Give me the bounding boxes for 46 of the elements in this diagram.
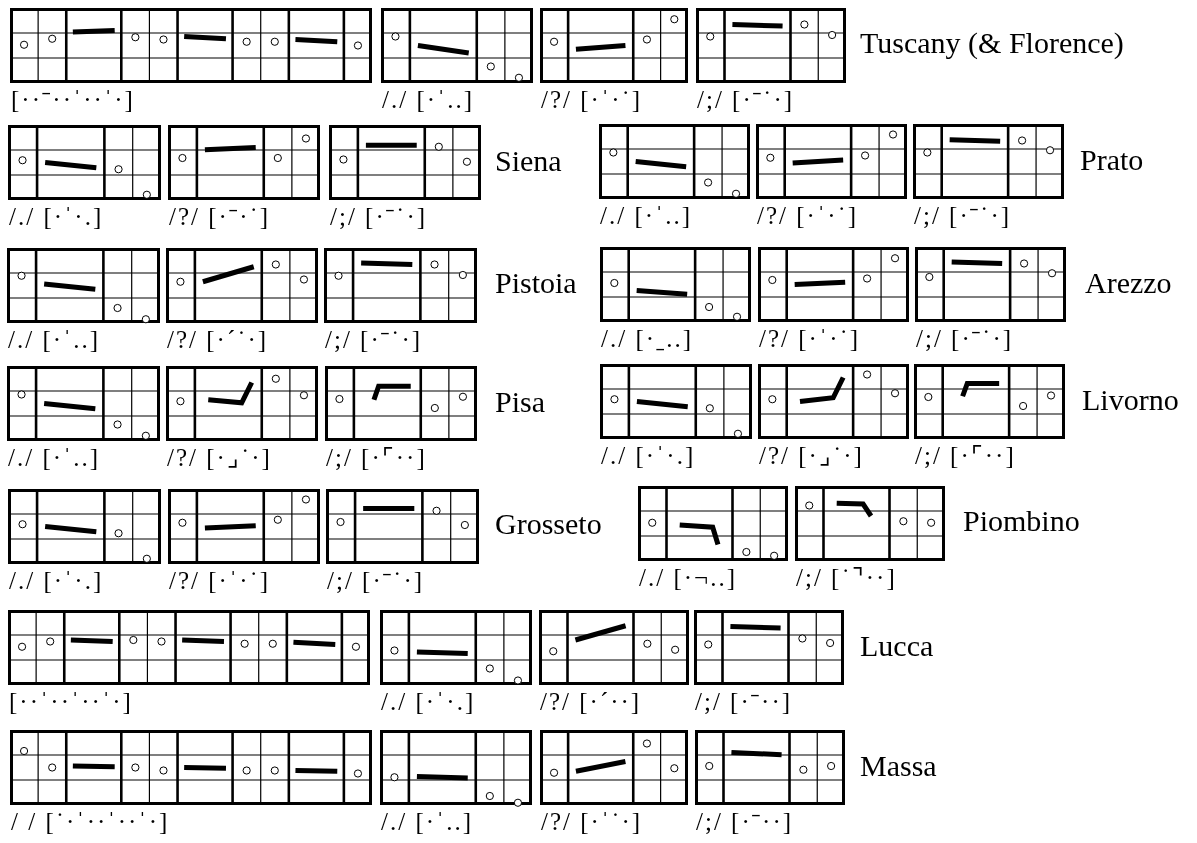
place-name: Pisa: [495, 387, 545, 417]
transcription: /./ [·ˈ..]: [382, 87, 475, 112]
transcription: /./ [·ˈ·.]: [381, 689, 476, 714]
transcription: /?/ [·⌟˙·]: [167, 445, 272, 470]
transcription: /;/ [·ˉ··]: [696, 809, 794, 834]
transcription: /;/ [·⌜··]: [326, 445, 427, 470]
place-name: Siena: [495, 146, 562, 176]
transcription: /;/ [˙⌝··]: [796, 565, 897, 590]
transcription: /?/ [·ˈ·˙]: [169, 568, 271, 593]
place-name: Tuscany (& Florence): [860, 28, 1124, 58]
transcription: /./ [·¬..]: [639, 565, 737, 590]
place-name: Lucca: [860, 631, 934, 661]
transcription: /./ [·ˍ..]: [601, 326, 694, 351]
transcription: /;/ [·ˉ˙·]: [914, 203, 1012, 228]
transcription: /?/ [·⌟˙·]: [759, 443, 864, 468]
transcription: / / [˙·ˈ··ˈ··ˈ·]: [11, 809, 170, 834]
transcription: [··ˉ··ˈ··ˈ·]: [11, 87, 135, 112]
transcription: /./ [·ˈ..]: [381, 809, 474, 834]
transcription: /./ [·ˈ..]: [600, 203, 693, 228]
transcription: /./ [·ˈ·.]: [601, 443, 696, 468]
transcription: /?/ [·ˈ·˙]: [759, 326, 861, 351]
place-name: Piombino: [963, 506, 1080, 536]
transcription: /?/ [·ˊ˙·]: [167, 327, 269, 352]
transcription: /;/ [·ˉ˙·]: [330, 204, 428, 229]
transcription: /;/ [·ˉ˙·]: [325, 327, 423, 352]
transcription: /./ [·ˈ..]: [8, 327, 101, 352]
place-name: Livorno: [1082, 385, 1179, 415]
transcription: /;/ [·ˉ˙·]: [916, 326, 1014, 351]
place-name: Massa: [860, 751, 937, 781]
place-name: Arezzo: [1085, 268, 1172, 298]
transcription: /?/ [·ˈ˙·]: [541, 809, 643, 834]
transcription: /./ [·ˈ·.]: [9, 204, 104, 229]
transcription: /./ [·ˈ..]: [8, 445, 101, 470]
transcription: /?/ [·ˉ·˙]: [169, 204, 271, 229]
transcription: /./ [·ˈ·.]: [9, 568, 104, 593]
transcription: /;/ [·ˉ˙·]: [327, 568, 425, 593]
transcription: [··ˈ··ˈ··ˈ·]: [9, 689, 133, 714]
transcription: /;/ [·ˉ˙·]: [697, 87, 795, 112]
transcription: /;/ [·ˉ··]: [695, 689, 793, 714]
place-name: Grosseto: [495, 509, 602, 539]
transcription: /?/ [·ˈ·˙]: [757, 203, 859, 228]
transcription: /;/ [·⌜··]: [915, 443, 1016, 468]
place-name: Pistoia: [495, 268, 577, 298]
place-name: Prato: [1080, 145, 1144, 175]
transcription: /?/ [·ˊ··]: [540, 689, 642, 714]
transcription: /?/ [·ˈ·˙]: [541, 87, 643, 112]
